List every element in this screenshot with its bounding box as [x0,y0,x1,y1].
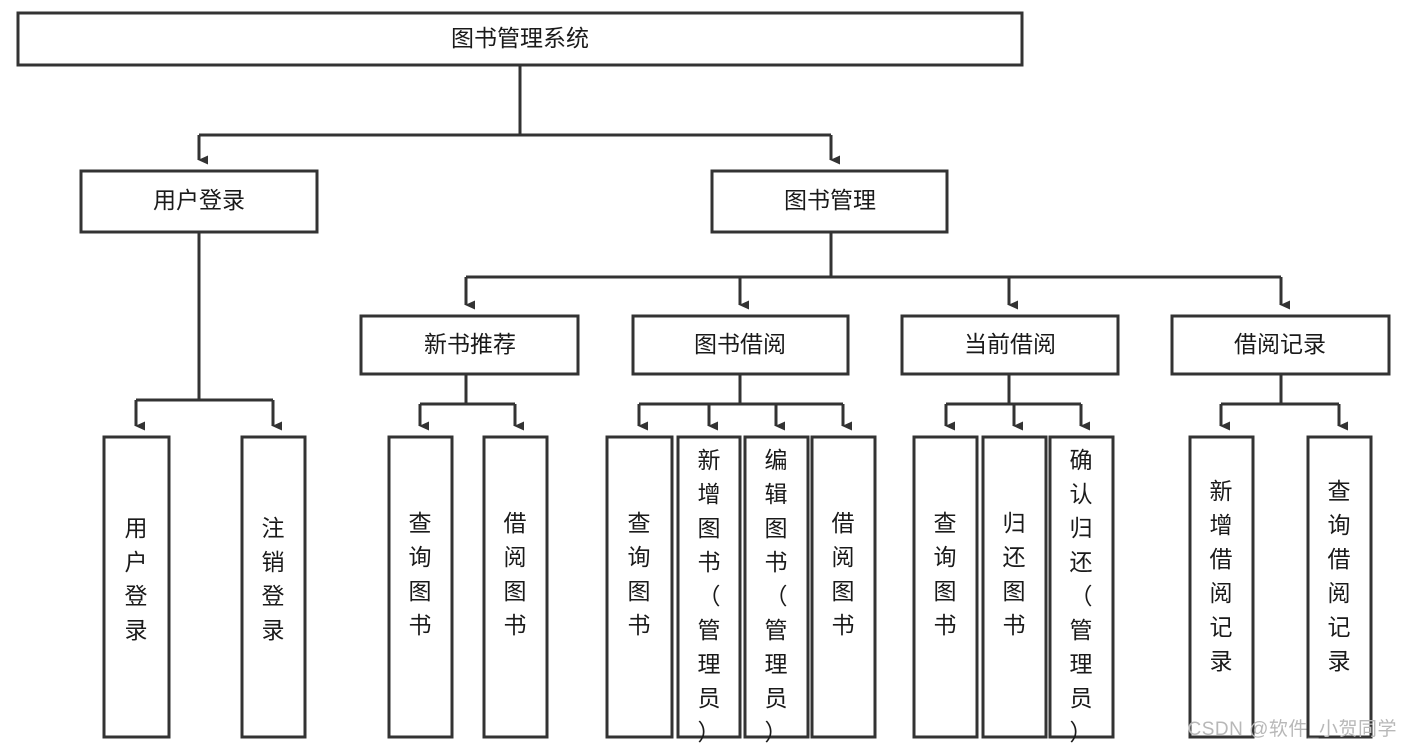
edge-group-book-borrow-to-leaves [637,374,852,431]
node-leaf-cur-confirm[interactable]: 确认归还（管理员） [1048,435,1115,745]
node-user-login[interactable]: 用户登录 [79,169,319,234]
node-leaf-cur-confirm-box[interactable] [1048,435,1115,739]
node-leaf-borrow-add-label: 新增图书（管理员） [698,447,721,745]
node-leaf-user-logout-label: 注销登录 [262,515,285,643]
node-leaf-rec-search-box[interactable] [1306,435,1373,739]
node-leaf-rec-search-label: 查询借阅记录 [1328,478,1351,674]
node-leaf-borrow-edit[interactable]: 编辑图书（管理员） [743,435,810,745]
node-leaf-borrow-lend-label: 借阅图书 [832,510,855,638]
node-leaf-cur-query-label: 查询图书 [934,510,957,638]
node-leaf-borrow-add-box[interactable] [676,435,742,739]
edge-group-user-login-to-leaves [134,232,282,431]
node-leaf-rec-query-box[interactable] [387,435,454,739]
node-leaf-borrow-query[interactable]: 查询图书 [605,435,674,739]
edge-group-book-manage-to-level3 [464,232,1290,310]
node-leaf-user-login-box[interactable] [102,435,171,739]
node-leaf-cur-query-box[interactable] [912,435,979,739]
node-new-book-rec[interactable]: 新书推荐 [359,314,580,376]
edge-group-borrow-record-to-leaves [1219,374,1348,431]
node-leaf-rec-borrow-label: 借阅图书 [504,510,527,638]
node-leaf-rec-borrow-box[interactable] [482,435,549,739]
node-leaf-borrow-edit-label: 编辑图书（管理员） [765,447,788,745]
node-leaf-cur-return-box[interactable] [981,435,1048,739]
node-leaf-rec-query[interactable]: 查询图书 [387,435,454,739]
node-leaf-borrow-query-label: 查询图书 [628,510,651,638]
node-leaf-rec-add-box[interactable] [1188,435,1255,739]
node-book-borrow-box[interactable] [631,314,850,376]
edge-group-new-book-rec-to-leaves [418,374,524,431]
node-borrow-record-label: 借阅记录 [1234,331,1326,357]
node-new-book-rec-label: 新书推荐 [424,331,516,357]
node-leaf-user-login-label: 用户登录 [125,515,148,643]
node-leaf-user-logout-box[interactable] [240,435,307,739]
node-leaf-rec-query-label: 查询图书 [409,510,432,638]
node-book-borrow[interactable]: 图书借阅 [631,314,850,376]
node-leaf-rec-borrow[interactable]: 借阅图书 [482,435,549,739]
node-leaf-cur-return[interactable]: 归还图书 [981,435,1048,739]
edge-group-root-to-level2 [197,65,840,165]
node-user-login-box[interactable] [79,169,319,234]
node-leaf-cur-return-label: 归还图书 [1003,510,1026,638]
node-book-manage-box[interactable] [710,169,949,234]
node-leaf-rec-search[interactable]: 查询借阅记录 [1306,435,1373,739]
node-leaf-rec-add[interactable]: 新增借阅记录 [1188,435,1255,739]
node-root-box[interactable] [16,11,1024,67]
node-book-manage[interactable]: 图书管理 [710,169,949,234]
node-leaf-rec-add-label: 新增借阅记录 [1210,478,1233,674]
node-current-borrow-box[interactable] [900,314,1120,376]
node-leaf-cur-query[interactable]: 查询图书 [912,435,979,739]
node-leaf-borrow-lend-box[interactable] [810,435,877,739]
node-leaf-user-logout[interactable]: 注销登录 [240,435,307,739]
node-borrow-record-box[interactable] [1170,314,1391,376]
node-new-book-rec-box[interactable] [359,314,580,376]
node-leaf-borrow-lend[interactable]: 借阅图书 [810,435,877,739]
node-leaf-user-login[interactable]: 用户登录 [102,435,171,739]
node-borrow-record[interactable]: 借阅记录 [1170,314,1391,376]
node-leaf-borrow-edit-box[interactable] [743,435,810,739]
node-root[interactable]: 图书管理系统 [16,11,1024,67]
node-root-label: 图书管理系统 [451,25,589,51]
node-leaf-borrow-add[interactable]: 新增图书（管理员） [676,435,742,745]
node-book-borrow-label: 图书借阅 [694,331,786,357]
node-book-manage-label: 图书管理 [784,187,876,213]
edge-group-current-borrow-to-leaves [944,374,1090,431]
node-current-borrow[interactable]: 当前借阅 [900,314,1120,376]
node-current-borrow-label: 当前借阅 [964,331,1056,357]
node-leaf-cur-confirm-label: 确认归还（管理员） [1070,447,1093,745]
node-leaf-borrow-query-box[interactable] [605,435,674,739]
node-user-login-label: 用户登录 [153,187,245,213]
